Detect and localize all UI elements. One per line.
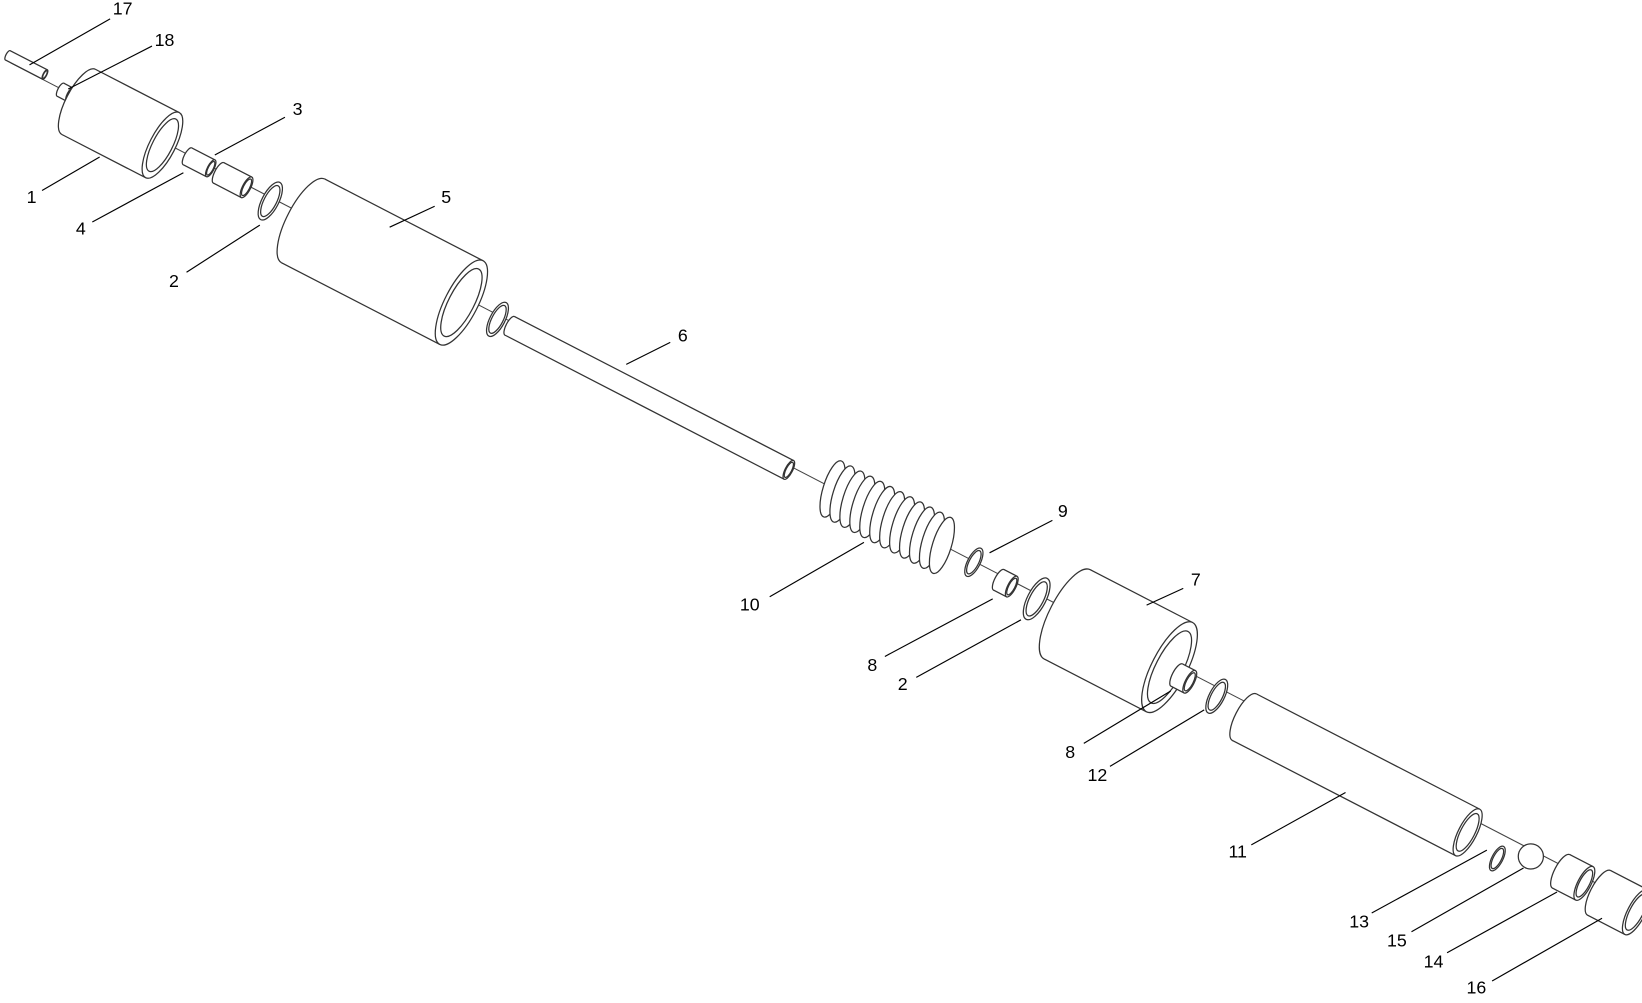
leader-line [1371,849,1488,914]
leader-line [626,341,671,365]
leader-line [989,519,1053,554]
callout-14: 14 [1424,951,1444,971]
callout-17: 17 [113,0,133,19]
part-13-retainer [1488,845,1506,872]
leader-line [1446,891,1558,954]
part-9-washer [964,547,984,578]
leader-line [1083,690,1171,744]
leader-line [1411,867,1524,933]
callout-5: 5 [441,187,451,207]
callout-8: 8 [1065,742,1075,762]
callout-11: 11 [1228,841,1247,861]
callout-8: 8 [867,655,877,675]
part-8-bushing [991,568,1019,598]
part-1-body [57,68,184,179]
leader-line [1146,587,1184,606]
callout-3: 3 [293,99,303,119]
callout-2: 2 [169,271,179,291]
part-11-tube [1229,692,1483,857]
part-10-spring [819,460,956,575]
callout-12: 12 [1088,765,1108,785]
part-7-housing [1038,568,1198,714]
leader-line [186,224,261,273]
leader-line [92,172,184,223]
callout-18: 18 [155,30,175,50]
leader-line [1251,792,1346,846]
part-6-rod-head [485,301,510,338]
callout-7: 7 [1191,569,1201,589]
part-2-o-ring [1022,577,1051,621]
part-5-tube [276,177,489,346]
part-8-bushing [1169,663,1198,694]
leader-line [29,18,111,66]
part-15-ball [1517,843,1545,870]
part-6-rod [503,315,796,480]
leader-line [214,116,286,156]
callout-2: 2 [898,674,908,694]
leader-line [389,205,435,228]
part-14-seat [1550,853,1596,902]
leader-line [67,45,153,90]
leader-line [769,541,865,598]
callout-9: 9 [1058,501,1068,521]
leader-line [1491,917,1603,982]
part-3-valve [211,161,254,199]
leader-line [915,619,1022,678]
callout-16: 16 [1467,978,1487,998]
callout-6: 6 [678,325,688,345]
callout-1: 1 [27,187,37,207]
callout-4: 4 [76,219,86,239]
leader-line [884,598,993,657]
callout-13: 13 [1349,912,1369,932]
callout-15: 15 [1387,930,1407,950]
part-12-o-ring [1205,678,1229,714]
callout-10: 10 [740,594,760,614]
leader-line [1109,709,1205,767]
leader-line [41,156,100,192]
part-17-bolt [4,49,49,80]
part-4-valve-stem [181,147,217,178]
part-2-o-ring [257,181,284,221]
